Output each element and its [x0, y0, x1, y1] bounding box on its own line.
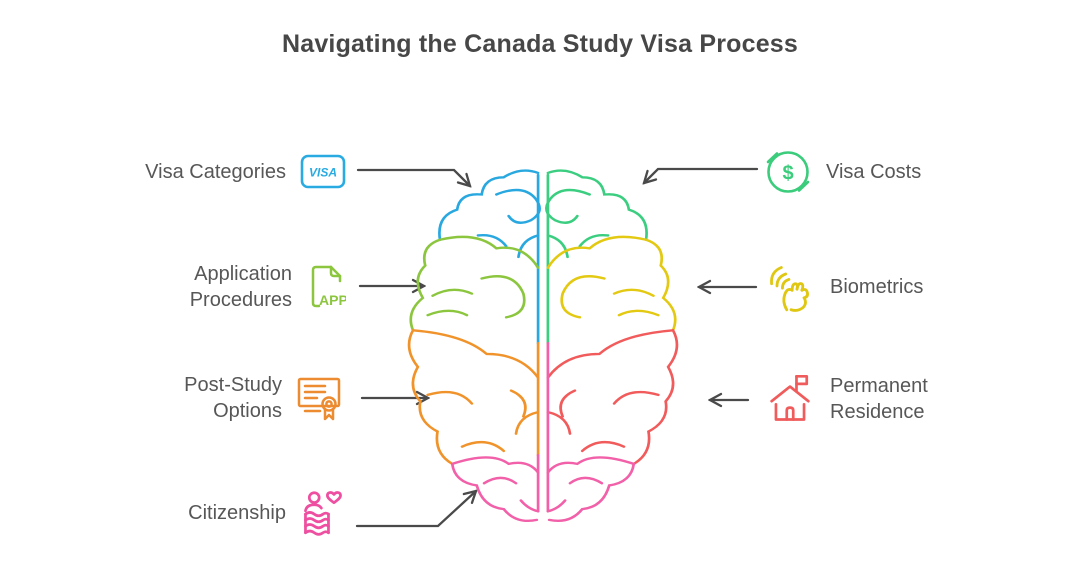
- citizenship-label: Citizenship: [188, 502, 286, 524]
- brain-region-yellow: [546, 235, 677, 332]
- left-item-application-procedures: Application Procedures APP: [60, 258, 346, 316]
- left-item-post-study-options: Post-Study Options: [60, 368, 346, 428]
- biometrics-label: Biometrics: [830, 276, 924, 298]
- citizenship-icon: [304, 491, 342, 536]
- left-item-visa-categories: Visa Categories VISA: [60, 150, 346, 194]
- visa-categories-label: Visa Categories: [145, 161, 286, 183]
- brain-illustration: [407, 169, 679, 523]
- house-flag-icon: [770, 374, 810, 421]
- visa-card-icon: VISA: [300, 154, 346, 189]
- biometric-hand-icon: [770, 266, 809, 312]
- svg-text:APP: APP: [319, 292, 346, 308]
- page-title: Navigating the Canada Study Visa Process: [281, 30, 799, 58]
- visa-categories-arrow: [356, 168, 470, 186]
- brain-region-green: [545, 169, 648, 345]
- left-item-citizenship: Citizenship: [60, 487, 346, 539]
- svg-text:$: $: [782, 163, 793, 185]
- svg-text:VISA: VISA: [309, 166, 337, 180]
- visa-costs-arrow: [644, 167, 759, 183]
- right-item-visa-costs: $ Visa Costs: [764, 148, 1064, 196]
- permanent-residence-label: Permanent Residence: [830, 375, 928, 423]
- brain-region-red: [546, 329, 679, 466]
- right-item-biometrics: Biometrics: [764, 260, 1064, 314]
- post-study-options-label: Post-Study Options: [184, 374, 282, 422]
- right-item-permanent-residence: Permanent Residence: [764, 370, 1064, 428]
- certificate-icon: [297, 377, 341, 421]
- visa-costs-label: Visa Costs: [826, 161, 922, 183]
- brain-region-pink-left: [450, 454, 540, 523]
- brain-region-pink-right: [546, 342, 636, 523]
- brain-region-blue: [438, 169, 541, 345]
- brain-region-lime: [409, 235, 540, 332]
- app-document-icon: APP: [311, 265, 346, 308]
- citizenship-arrow: [355, 491, 476, 528]
- brain-region-orange: [407, 329, 540, 466]
- dollar-coin-icon: $: [766, 151, 810, 193]
- application-procedures-label: Application Procedures: [189, 263, 292, 311]
